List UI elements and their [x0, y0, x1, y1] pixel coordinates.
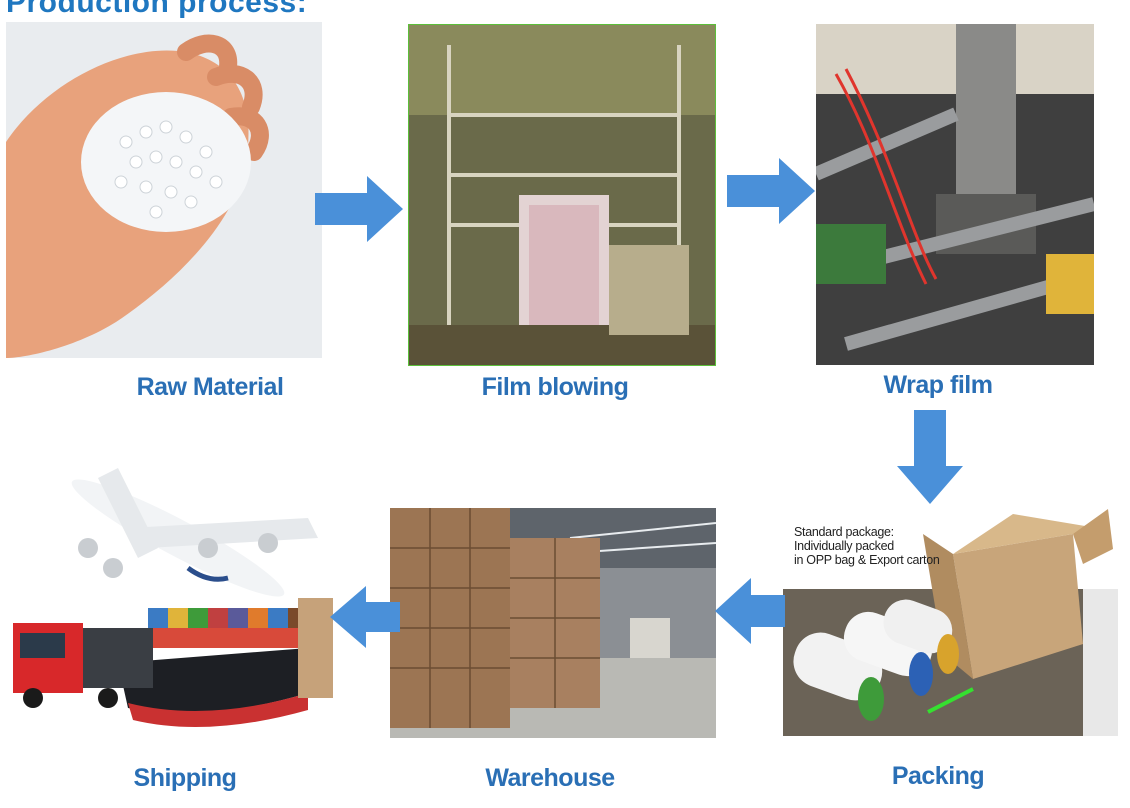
arrow-left-1 [715, 578, 785, 644]
package-note-line2: Individually packed [794, 539, 894, 553]
page-title: Production process: [6, 0, 308, 19]
package-note: Standard package: Individually packed in… [794, 525, 994, 567]
raw-material-photo [6, 22, 322, 358]
film-blowing-photo [408, 24, 716, 366]
packing-photo [783, 494, 1118, 736]
arrow-down [897, 410, 963, 504]
wrap-film-photo [816, 24, 1094, 365]
arrow-left-2 [330, 586, 400, 648]
label-shipping: Shipping [133, 764, 237, 792]
label-raw-material: Raw Material [136, 373, 284, 401]
package-note-line3: in OPP bag & Export carton [794, 553, 940, 567]
label-wrap-film: Wrap film [883, 371, 993, 399]
package-note-line1: Standard package: [794, 525, 894, 539]
label-warehouse: Warehouse [485, 764, 615, 792]
shipping-photo [8, 448, 333, 738]
warehouse-photo [390, 508, 716, 738]
label-packing: Packing [891, 762, 985, 790]
label-film-blowing: Film blowing [481, 373, 629, 401]
arrow-right-1 [315, 176, 403, 242]
arrow-right-2 [727, 158, 815, 224]
